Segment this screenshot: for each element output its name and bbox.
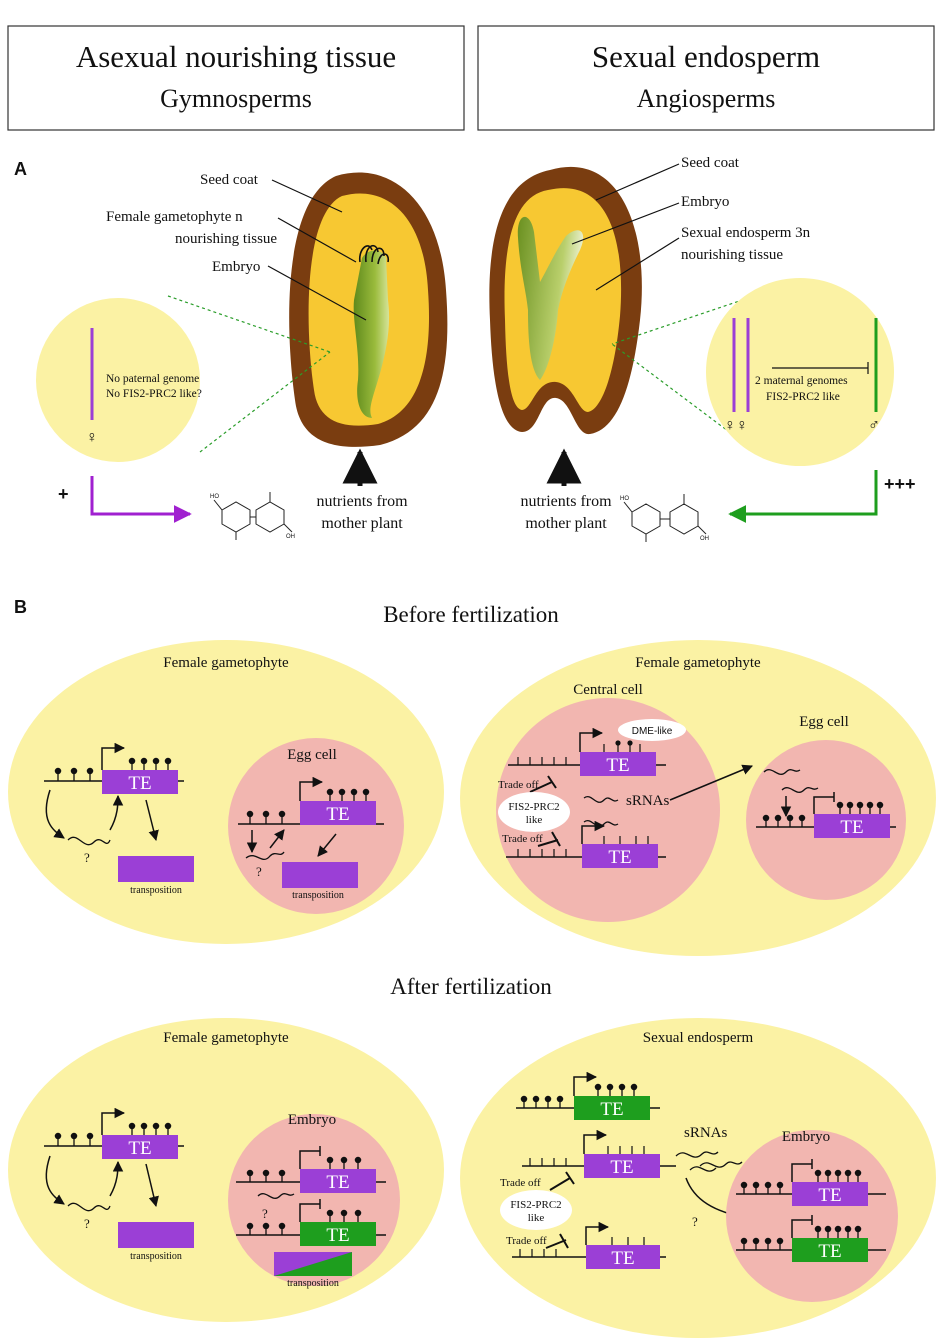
before-right-egg-te: TE: [840, 817, 863, 838]
gymno-female-gametophyte-label: Female gametophyte n: [106, 209, 243, 225]
panel-a-label: A: [14, 159, 27, 179]
angio-nourishing-label: nourishing tissue: [681, 247, 783, 263]
header-right: Sexual endosperm Angiosperms: [477, 25, 935, 131]
angio-plus: +++: [884, 474, 916, 494]
after-right-embryo-label: Embryo: [782, 1129, 830, 1145]
before-right-te-bottom: TE: [608, 847, 631, 868]
sugar-left-oh: OH: [286, 534, 295, 540]
angio-embryo-label: Embryo: [681, 194, 729, 210]
after-left-embryo-te1: TE: [326, 1172, 349, 1193]
after-left-embryo-transposition: transposition: [287, 1278, 339, 1289]
before-right-female-gametophyte: Female gametophyte Central cell TE DME-l…: [460, 640, 936, 956]
after-left-embryo-question: ?: [262, 1206, 268, 1221]
after-right-te2: TE: [610, 1157, 633, 1178]
angio-nutrients-line1: nutrients from: [520, 493, 612, 510]
after-right-te3: TE: [611, 1248, 634, 1269]
before-right-central-label: Central cell: [573, 682, 643, 698]
angio-female-symbols: ♀♀: [724, 417, 748, 434]
gymno-embryo-label: Embryo: [212, 259, 260, 275]
gymno-seed-coat-label: Seed coat: [200, 172, 259, 188]
gymno-nutrients-line2: mother plant: [321, 515, 403, 532]
gymno-female-symbol: ♀: [86, 429, 98, 446]
before-right-tradeoff-top: Trade off: [498, 779, 539, 791]
sugar-right-oh: OH: [700, 536, 709, 542]
before-right-dme-label: DME-like: [632, 726, 673, 737]
sugar-molecule-left: [213, 492, 293, 540]
before-left-egg-label: Egg cell: [287, 747, 337, 763]
header-left-title: Asexual nourishing tissue: [76, 39, 396, 74]
before-fertilization-title: Before fertilization: [383, 602, 559, 627]
angio-zoom-circle: 2 maternal genomes FIS2-PRC2 like ♀♀ ♂: [611, 278, 894, 466]
angio-embryo: [517, 216, 584, 380]
angio-seed-coat-label: Seed coat: [681, 155, 740, 171]
after-right-embryo-te2: TE: [818, 1241, 841, 1262]
before-right-egg-cell: Egg cell TE: [746, 714, 906, 900]
sugar-left-ho: HO: [210, 494, 219, 500]
panel-b-label: B: [14, 597, 27, 617]
after-left-embryo-te2: TE: [326, 1225, 349, 1246]
after-left-transposition: transposition: [130, 1251, 182, 1262]
after-fertilization-title: After fertilization: [390, 974, 552, 999]
gymno-zoom-circle: ♀ No paternal genome No FIS2-PRC2 like?: [36, 295, 331, 462]
before-right-tradeoff-bottom: Trade off: [502, 833, 543, 845]
before-left-title: Female gametophyte: [163, 655, 289, 671]
angio-male-symbol: ♂: [868, 417, 880, 434]
before-left-transposition: transposition: [130, 885, 182, 896]
angio-seed: [489, 166, 642, 435]
gymno-no-paternal-label: No paternal genome: [106, 373, 199, 385]
after-right-embryo-te1: TE: [818, 1185, 841, 1206]
header-right-title: Sexual endosperm: [592, 39, 820, 74]
after-right-embryo: Embryo TE TE: [726, 1129, 898, 1302]
after-right-srnas-label: sRNAs: [684, 1125, 728, 1141]
angio-endosperm-label: Sexual endosperm 3n: [681, 225, 811, 241]
before-right-te-top: TE: [606, 755, 629, 776]
before-left-egg-transposition: transposition: [292, 890, 344, 901]
after-left-embryo-label: Embryo: [288, 1112, 336, 1128]
before-left-female-gametophyte: Female gametophyte TE ? transposition Eg…: [8, 640, 444, 944]
after-left-title: Female gametophyte: [163, 1030, 289, 1046]
after-left-te-label: TE: [128, 1138, 151, 1159]
gymno-nutrients-line1: nutrients from: [316, 493, 408, 510]
after-right-fis2-line2: like: [528, 1212, 545, 1224]
after-right-tradeoff-bottom: Trade off: [506, 1235, 547, 1247]
after-left-question: ?: [84, 1216, 90, 1231]
gymno-seed: [289, 172, 448, 447]
after-right-question: ?: [692, 1214, 698, 1229]
before-right-title: Female gametophyte: [635, 655, 761, 671]
before-left-egg-question: ?: [256, 864, 262, 879]
before-right-srnas-label: sRNAs: [626, 793, 670, 809]
before-right-fis2-line1: FIS2-PRC2: [508, 801, 559, 813]
gymno-embryo: [353, 244, 390, 418]
after-right-te1: TE: [600, 1099, 623, 1120]
before-right-fis2-line2: like: [526, 814, 543, 826]
before-left-te-label: TE: [128, 773, 151, 794]
sugar-molecule-right: [623, 494, 707, 542]
after-right-sexual-endosperm: Sexual endosperm TE TE Trade off: [460, 1018, 936, 1338]
before-left-egg-te-label: TE: [326, 804, 349, 825]
gymno-nourishing-label: nourishing tissue: [175, 231, 277, 247]
before-left-egg-cell: Egg cell TE ? transposition: [228, 738, 404, 914]
header-left-subtitle: Gymnosperms: [160, 84, 312, 113]
before-right-central-cell: Central cell TE DME-like Trade off FIS2-…: [496, 682, 720, 922]
header-left: Asexual nourishing tissue Gymnosperms: [7, 25, 465, 131]
header-right-subtitle: Angiosperms: [637, 84, 776, 113]
after-right-tradeoff-top: Trade off: [500, 1177, 541, 1189]
gymno-no-fis2-label: No FIS2-PRC2 like?: [106, 388, 202, 400]
after-left-embryo: Embryo TE ? TE: [228, 1112, 400, 1289]
angio-fis2-label: FIS2-PRC2 like: [766, 391, 840, 403]
after-right-title: Sexual endosperm: [643, 1030, 754, 1046]
angio-nutrients-line2: mother plant: [525, 515, 607, 532]
before-left-te-box: [102, 770, 178, 794]
after-left-female-gametophyte: Female gametophyte TE ? transposition Em…: [8, 1018, 444, 1322]
sugar-right-ho: HO: [620, 496, 629, 502]
gymno-plus: +: [58, 484, 69, 504]
angio-maternal-label: 2 maternal genomes: [755, 375, 848, 387]
before-left-question: ?: [84, 850, 90, 865]
after-right-fis2-line1: FIS2-PRC2: [510, 1199, 561, 1211]
before-right-egg-label: Egg cell: [799, 714, 849, 730]
methylation-marks: [54, 757, 172, 781]
